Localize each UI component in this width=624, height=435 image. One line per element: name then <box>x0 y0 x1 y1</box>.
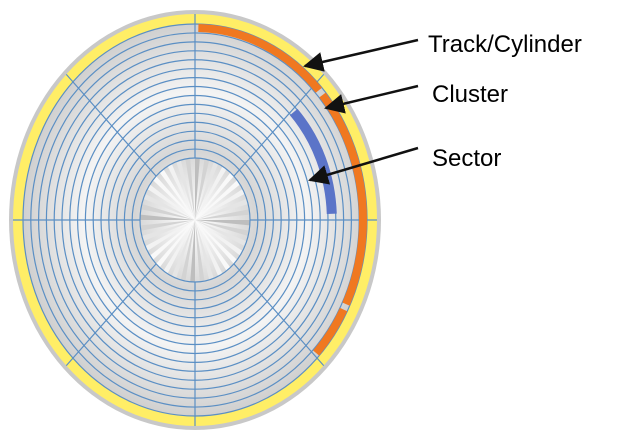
hub-ray <box>167 163 195 220</box>
hub-ray <box>147 184 195 220</box>
spindle-hub <box>140 158 250 282</box>
hub-ray <box>143 193 195 220</box>
hub-ray <box>180 220 195 282</box>
hub-ray <box>195 220 231 271</box>
hub-ray <box>176 160 195 220</box>
hub-ray <box>171 220 195 279</box>
cluster-arrow <box>324 84 419 114</box>
track-arrow <box>303 38 419 72</box>
hub-ray <box>195 220 250 226</box>
hub-ray <box>195 220 205 282</box>
hub-ray <box>195 158 210 220</box>
hub-ray <box>195 158 200 220</box>
hub-ray <box>140 203 195 220</box>
sector-highlight <box>289 108 337 214</box>
sector-label: Sector <box>432 145 501 172</box>
hub-ray <box>195 220 250 237</box>
hub-ray <box>141 220 195 242</box>
track-label: Track/Cylinder <box>428 31 582 58</box>
sector-arrow <box>308 146 419 185</box>
hub-ray <box>149 220 195 260</box>
hub-ray <box>152 176 195 220</box>
hub-ray <box>195 180 241 220</box>
hub-ray <box>156 220 195 268</box>
sector-dividers <box>13 14 377 426</box>
hub-ray <box>145 220 195 251</box>
cluster-label: Cluster <box>432 81 508 108</box>
hub-ray <box>159 169 195 220</box>
hub-ray <box>163 220 195 274</box>
hub-ray <box>195 166 227 220</box>
hub-ray <box>185 158 195 220</box>
hub-ray <box>195 220 243 256</box>
hub-ray <box>195 172 234 220</box>
sector-line <box>233 73 325 177</box>
hub-ray <box>195 198 249 220</box>
sector-line <box>233 263 325 367</box>
hub-ray <box>140 214 195 220</box>
hub-ray <box>195 220 238 264</box>
hub-ray <box>195 220 247 247</box>
hub-ray <box>195 220 223 277</box>
sector-line <box>65 263 157 367</box>
hub-ray <box>195 209 250 220</box>
hub-ray <box>190 220 195 282</box>
sector-line <box>65 73 157 177</box>
hub-ray <box>195 220 214 280</box>
hub-ray <box>195 161 219 220</box>
cluster-highlight <box>198 24 367 356</box>
hub-ray <box>195 189 245 220</box>
hub-ray <box>140 220 195 231</box>
